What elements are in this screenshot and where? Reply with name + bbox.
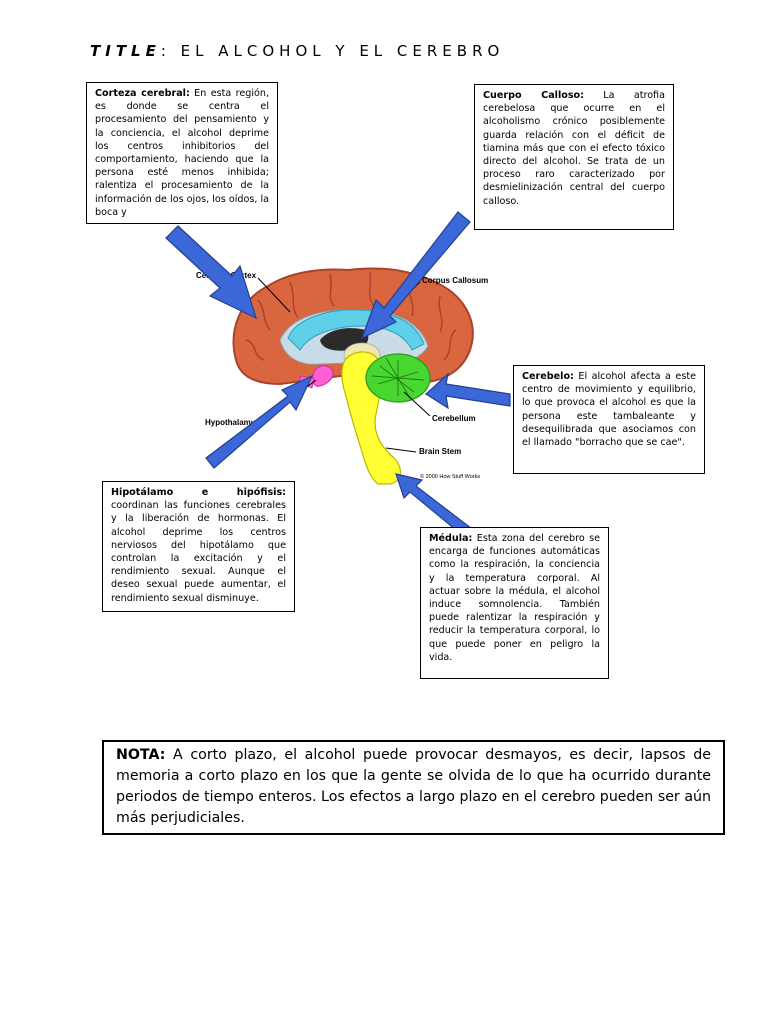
corteza-body: En esta región, es donde se centra el pr…	[95, 88, 269, 218]
note-body: A corto plazo, el alcohol puede provocar…	[116, 747, 711, 826]
label-brain-stem: Brain Stem	[419, 447, 461, 456]
info-box-hipotalamo: Hipotálamo e hipófisis: coordinan las fu…	[102, 481, 295, 612]
info-box-cerebelo: Cerebelo: El alcohol afecta a este centr…	[513, 365, 705, 474]
cerebelo-body: El alcohol afecta a este centro de movim…	[522, 371, 696, 448]
hipo-body: coordinan las funciones cerebrales y la …	[111, 500, 286, 603]
hipo-heading: Hipotálamo e hipófisis:	[111, 487, 286, 498]
info-box-medula: Médula: Esta zona del cerebro se encarga…	[420, 527, 609, 679]
cerebellum-shape	[366, 354, 430, 402]
label-cerebellum: Cerebellum	[432, 414, 476, 423]
callosal-heading: Cuerpo Calloso:	[483, 90, 584, 101]
medula-body: Esta zona del cerebro se encarga de func…	[429, 533, 600, 663]
info-box-corteza: Corteza cerebral: En esta región, es don…	[86, 82, 278, 224]
note-box: NOTA: A corto plazo, el alcohol puede pr…	[102, 740, 725, 835]
medula-heading: Médula:	[429, 533, 472, 544]
callosal-body: La atrofia cerebelosa que ocurre en el a…	[483, 90, 665, 207]
label-corpus-callosum: Corpus Callosum	[422, 276, 488, 285]
note-heading: NOTA:	[116, 747, 165, 763]
corteza-heading: Corteza cerebral:	[95, 88, 190, 99]
info-box-cuerpo-calloso: Cuerpo Calloso: La atrofia cerebelosa qu…	[474, 84, 674, 230]
cerebelo-heading: Cerebelo:	[522, 371, 574, 382]
copyright-text: © 2000 How Stuff Works	[420, 473, 480, 480]
